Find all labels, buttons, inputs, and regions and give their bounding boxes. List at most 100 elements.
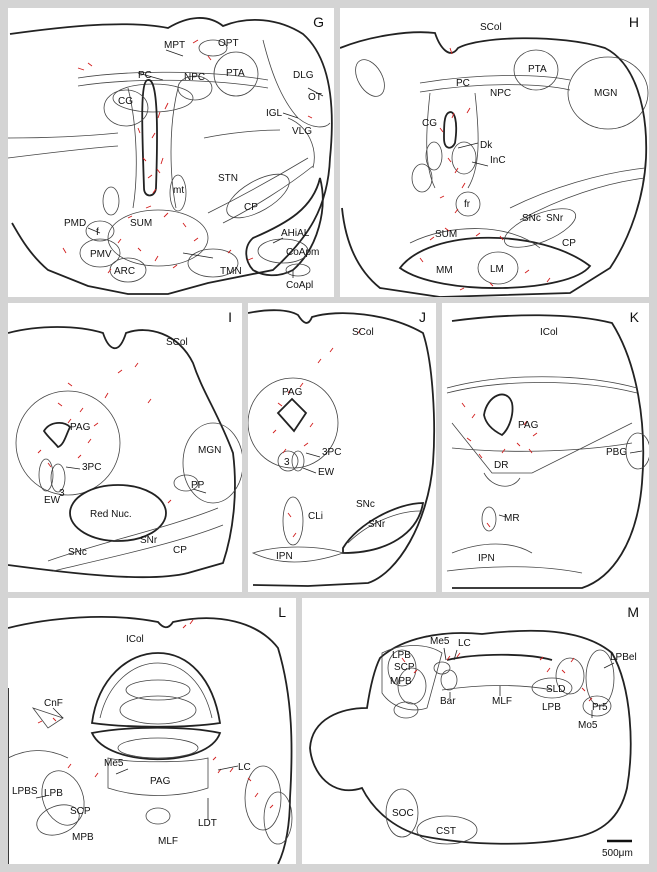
label-mgn: MGN [594, 88, 617, 99]
scale-bar-label: 500μm [602, 848, 633, 859]
label-snr: SNr [546, 213, 564, 224]
label-pta: PTA [226, 68, 245, 79]
label-ipn: IPN [478, 553, 495, 564]
label-dr: DR [494, 460, 508, 471]
label-snr: SNr [140, 535, 158, 546]
label-snc: SNc [356, 499, 375, 510]
label-coapl: CoApl [286, 280, 313, 291]
label-scol: SCol [166, 337, 188, 348]
label-lc: LC [238, 762, 251, 773]
label-3: 3 [284, 457, 290, 468]
panel-letter: M [627, 604, 639, 620]
label-pmd: PMD [64, 218, 86, 229]
label-sum: SUM [435, 229, 457, 240]
panel-i: I SCol PAG 3PC MGN PP EW 3 Red Nuc. SNr … [8, 303, 242, 592]
label-cp: CP [562, 238, 576, 249]
label-mm: MM [436, 265, 453, 276]
label-cp: CP [173, 545, 187, 556]
panel-letter: H [628, 14, 639, 30]
label-3: 3 [59, 488, 65, 499]
label-mlf: MLF [492, 696, 512, 707]
label-3pc: 3PC [322, 447, 341, 458]
label-npc: NPC [490, 88, 511, 99]
label-scol: SCol [352, 327, 374, 338]
label-me5: Me5 [430, 636, 450, 647]
label-lc: LC [458, 638, 471, 649]
panel-g: G MPT OPT PC NPC PTA DLG CG OT [8, 8, 334, 297]
label-dlg: DLG [293, 70, 314, 81]
label-cli: CLi [308, 511, 323, 522]
label-pag: PAG [150, 776, 171, 787]
label-coapm: CoApm [286, 247, 319, 258]
label-f: f [96, 227, 99, 238]
label-pbg: PBG [606, 447, 627, 458]
label-mgn: MGN [198, 445, 221, 456]
label-arc: ARC [114, 266, 135, 277]
panel-letter: J [419, 309, 426, 325]
label-3pc: 3PC [82, 462, 101, 473]
label-mo5: Mo5 [578, 720, 598, 731]
label-ahial: AHiAL [281, 228, 310, 239]
label-snr: SNr [368, 519, 386, 530]
label-pag: PAG [518, 420, 539, 431]
label-tmn: TMN [220, 266, 242, 277]
label-me5: Me5 [104, 758, 124, 769]
label-lpb: LPB [392, 650, 411, 661]
section-drawing: SCol PAG 3PC 3 EW CLi SNc SNr IPN [248, 309, 436, 587]
label-lpb-2: LPB [542, 702, 561, 713]
label-red-nuc: Red Nuc. [90, 509, 132, 520]
label-stn: STN [218, 173, 238, 184]
section-drawing: ICol PAG DR PBG MR IPN [446, 314, 649, 589]
label-scp: SCP [394, 662, 415, 673]
label-vlg: VLG [292, 126, 312, 137]
label-bar: Bar [440, 696, 456, 707]
label-pmv: PMV [90, 249, 112, 260]
label-cg: CG [422, 118, 437, 129]
label-pc: PC [456, 78, 470, 89]
label-npc: NPC [184, 72, 205, 83]
label-lpbs: LPBS [12, 786, 38, 797]
label-icol: ICol [126, 634, 144, 645]
label-soc: SOC [392, 808, 414, 819]
label-cst: CST [436, 826, 456, 837]
section-drawing: ICol CnF LPBS Me5 LC LPB SCP PAG MPB LDT… [8, 615, 293, 864]
label-mr: MR [504, 513, 520, 524]
label-mlf: MLF [158, 836, 178, 847]
label-icol: ICol [540, 327, 558, 338]
label-mt: mt [173, 185, 184, 196]
label-lm: LM [490, 264, 504, 275]
section-drawing: SCol PC NPC PTA MGN CG Dk InC fr SNc SNr… [340, 22, 649, 297]
label-snc: SNc [522, 213, 541, 224]
label-pr5: Pr5 [592, 702, 608, 713]
panel-l: L ICol CnF LPBS Me5 LC LPB SCP PAG MPB L… [8, 598, 296, 864]
panel-j: J SCol PAG 3PC 3 EW CLi SNc SNr IPN [248, 303, 436, 592]
label-cg: CG [118, 96, 133, 107]
label-fr: fr [464, 199, 471, 210]
label-pp: PP [191, 480, 205, 491]
label-ipn: IPN [276, 551, 293, 562]
panel-letter: K [629, 309, 639, 325]
panel-letter: I [228, 309, 232, 325]
panel-h: H SCol PC NPC PTA MGN CG Dk InC fr SNc S… [340, 8, 649, 297]
panel-m: M Me5 LC LPB SCP MPB Bar MLF SLD LPBel L… [302, 598, 649, 864]
label-pag: PAG [282, 387, 303, 398]
label-ot: OT [308, 92, 322, 103]
label-lpb: LPB [44, 788, 63, 799]
label-scp: SCP [70, 806, 91, 817]
label-ew: EW [44, 495, 61, 506]
panel-letter: L [278, 604, 286, 620]
label-pc: PC [138, 70, 152, 81]
label-igl: IGL [266, 108, 283, 119]
label-inc: InC [490, 155, 506, 166]
label-pag: PAG [70, 422, 91, 433]
label-cp: CP [244, 202, 258, 213]
label-pta: PTA [528, 64, 547, 75]
panel-letter: G [313, 14, 324, 30]
label-ldt: LDT [198, 818, 217, 829]
section-drawing: SCol PAG 3PC MGN PP EW 3 Red Nuc. SNr SN… [8, 326, 242, 579]
label-mpb: MPB [72, 832, 94, 843]
label-mpb: MPB [390, 676, 412, 687]
panel-k: K ICol PAG DR PBG MR IPN [442, 303, 649, 592]
label-dk: Dk [480, 140, 493, 151]
label-lpbel: LPBel [610, 652, 637, 663]
